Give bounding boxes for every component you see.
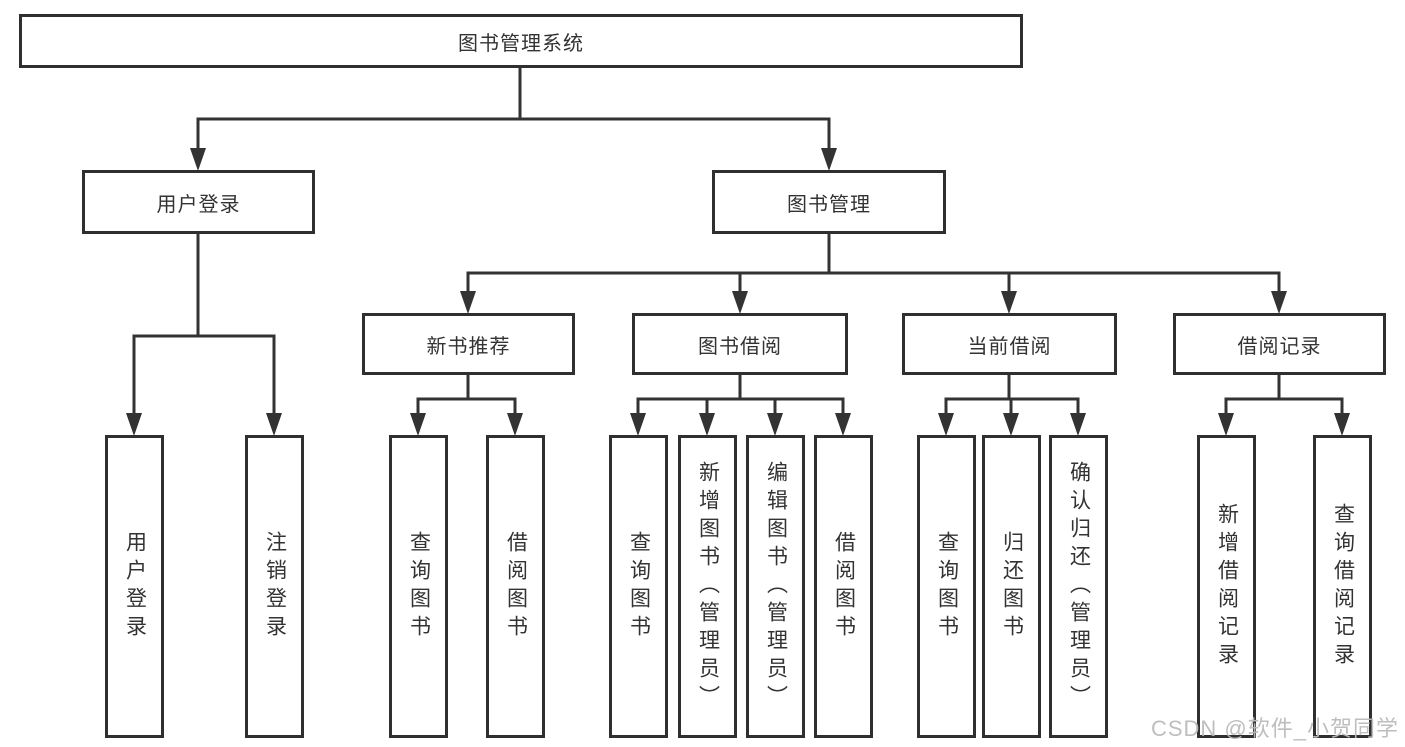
leaf-label: 借阅图书 (504, 530, 528, 643)
node-user-login: 用户登录 (82, 170, 315, 234)
node-current-borrowing: 当前借阅 (902, 313, 1117, 375)
leaf-query-borrow-record: 查询借阅记录 (1313, 435, 1372, 738)
leaf-user-login: 用户登录 (105, 435, 164, 738)
leaf-label: 新增图书（管理员） (696, 460, 720, 713)
leaf-return-books: 归还图书 (982, 435, 1041, 738)
leaf-query-books-2: 查询图书 (609, 435, 668, 738)
node-borrowing-records: 借阅记录 (1173, 313, 1386, 375)
leaf-confirm-return-admin: 确认归还（管理员） (1049, 435, 1108, 738)
leaf-edit-books-admin: 编辑图书（管理员） (746, 435, 805, 738)
leaf-label: 借阅图书 (832, 530, 856, 643)
node-book-borrowing: 图书借阅 (632, 313, 848, 375)
leaf-add-books-admin: 新增图书（管理员） (678, 435, 737, 738)
leaf-label: 查询图书 (407, 530, 431, 643)
leaf-label: 归还图书 (1000, 530, 1024, 643)
csdn-watermark: CSDN @软件_小贺同学 (1150, 716, 1399, 741)
leaf-label: 查询图书 (935, 530, 959, 643)
arrowheads (126, 148, 1350, 436)
leaf-label: 确认归还（管理员） (1067, 460, 1091, 713)
leaf-borrow-books-1: 借阅图书 (486, 435, 545, 738)
leaf-label: 注销登录 (263, 530, 287, 643)
leaf-logout: 注销登录 (245, 435, 304, 738)
leaf-label: 编辑图书（管理员） (764, 460, 788, 713)
leaf-label: 查询图书 (627, 530, 651, 643)
leaf-query-books-1: 查询图书 (389, 435, 448, 738)
leaf-borrow-books-2: 借阅图书 (814, 435, 873, 738)
leaf-label: 新增借阅记录 (1215, 502, 1239, 671)
node-book-management: 图书管理 (712, 170, 946, 234)
node-book-management-system: 图书管理系统 (19, 14, 1023, 68)
node-new-book-recommendation: 新书推荐 (362, 313, 575, 375)
leaf-label: 用户登录 (123, 530, 147, 643)
leaf-query-books-3: 查询图书 (917, 435, 976, 738)
leaf-add-borrow-record: 新增借阅记录 (1197, 435, 1256, 738)
leaf-label: 查询借阅记录 (1331, 502, 1355, 671)
